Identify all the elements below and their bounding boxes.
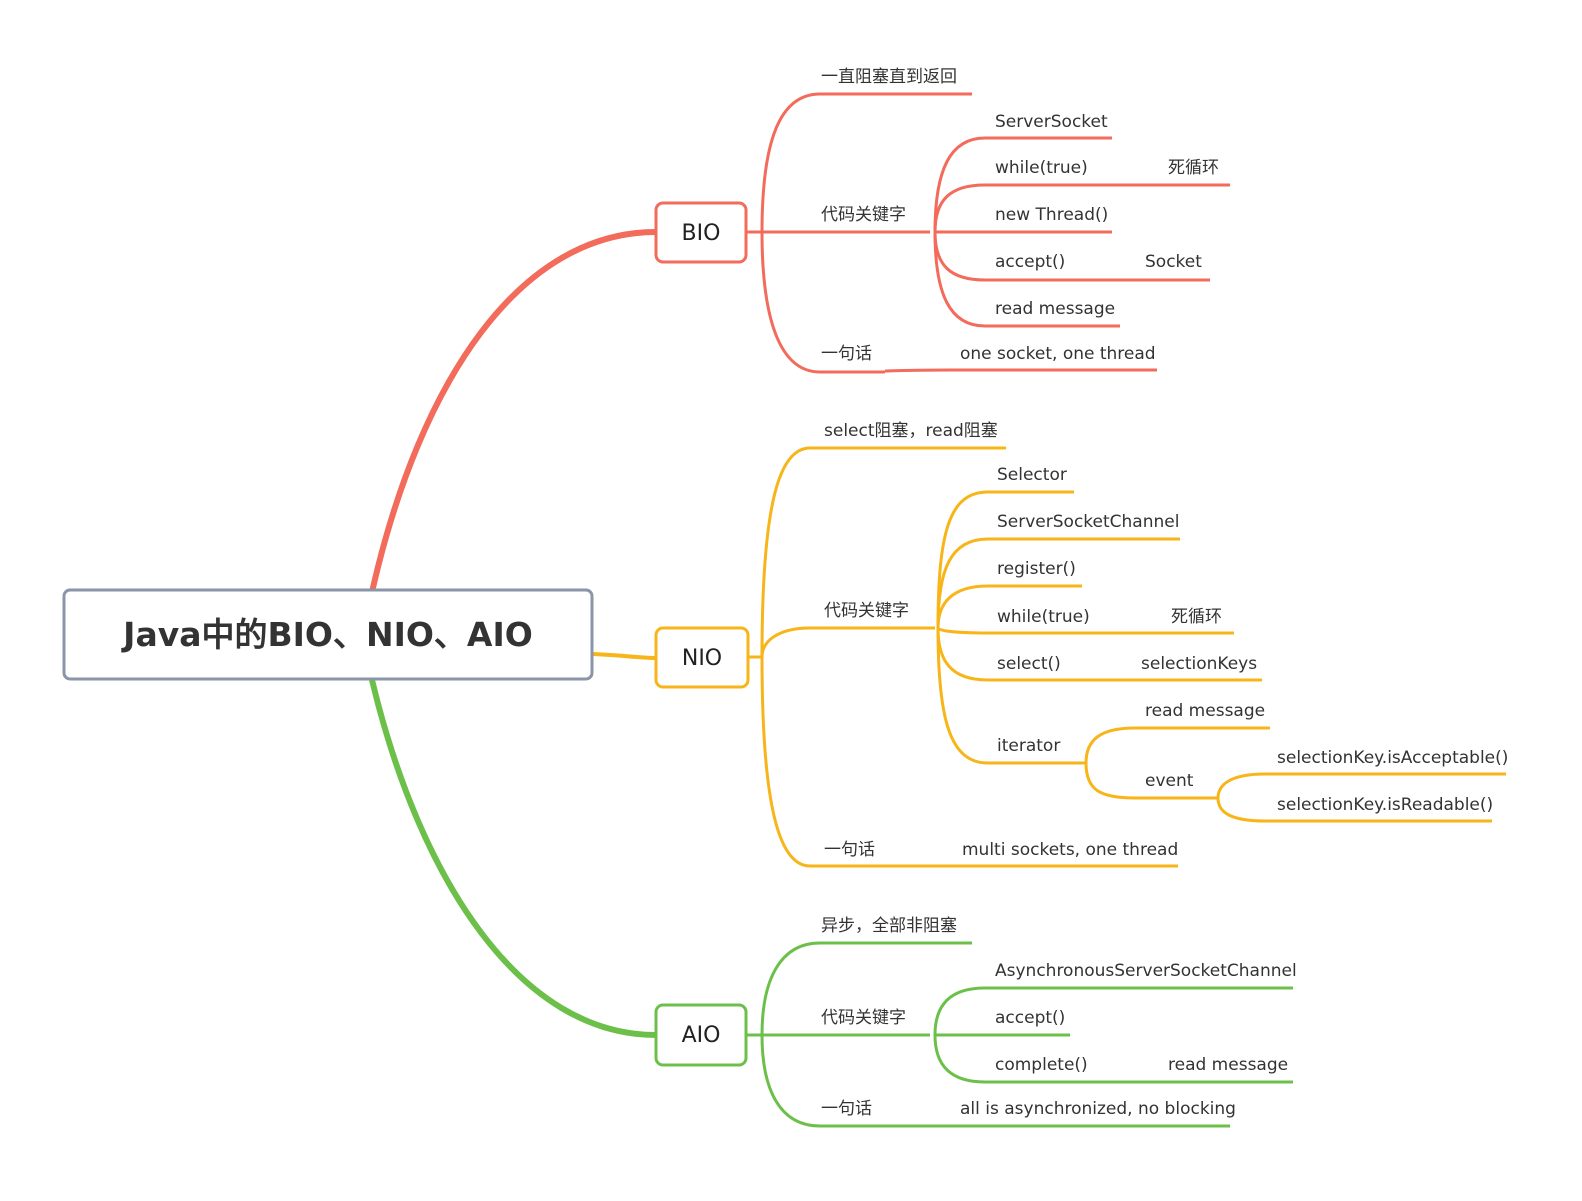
aio-node[interactable]: [654, 1003, 748, 1067]
bio-kw-accept-note: Socket: [1145, 252, 1202, 272]
nio-it-read: read message: [1145, 701, 1265, 721]
nio-summary: multi sockets, one thread: [962, 840, 1178, 860]
root-to-nio-branch: [591, 652, 657, 660]
aio-kw-accept: accept(): [995, 1008, 1065, 1028]
aio-node-label: AIO: [682, 1023, 721, 1048]
bio-node-label: BIO: [682, 221, 721, 246]
root-title: Java中的BIO、NIO、AIO: [121, 615, 533, 654]
nio-summary-label: 一句话: [824, 840, 875, 860]
bio-kw-serversocket: ServerSocket: [995, 112, 1108, 132]
aio-blocking: 异步，全部非阻塞: [821, 916, 957, 936]
root-node[interactable]: [62, 588, 594, 681]
aio-summary-label: 一句话: [821, 1099, 872, 1119]
aio-kw-assc: AsynchronousServerSocketChannel: [995, 961, 1297, 981]
nio-kw-while-note: 死循环: [1171, 607, 1222, 627]
nio-it-event: event: [1145, 771, 1194, 791]
nio-kw-select-note: selectionKeys: [1141, 654, 1257, 674]
aio-branch: [746, 941, 1293, 1128]
aio-kw-complete-note: read message: [1168, 1055, 1288, 1075]
nio-keywords-label: 代码关键字: [824, 601, 909, 621]
nio-kw-ssc: ServerSocketChannel: [997, 512, 1179, 532]
bio-summary-label: 一句话: [821, 344, 872, 364]
bio-branch: [746, 92, 1230, 374]
bio-kw-while: while(true): [995, 158, 1088, 178]
aio-keywords-label: 代码关键字: [821, 1008, 906, 1028]
bio-keywords-label: 代码关键字: [821, 205, 906, 225]
nio-node[interactable]: [654, 626, 750, 689]
nio-kw-while: while(true): [997, 607, 1090, 627]
root-to-bio-branch: [369, 229, 657, 593]
bio-kw-new-thread: new Thread(): [995, 205, 1108, 225]
bio-kw-while-note: 死循环: [1168, 158, 1219, 178]
nio-kw-register: register(): [997, 559, 1076, 579]
nio-kw-iterator: iterator: [997, 736, 1060, 756]
nio-node-label: NIO: [682, 646, 722, 671]
bio-kw-accept: accept(): [995, 252, 1065, 272]
nio-kw-select: select(): [997, 654, 1061, 674]
bio-summary: one socket, one thread: [960, 344, 1156, 364]
bio-node[interactable]: [654, 201, 748, 264]
aio-summary: all is asynchronized, no blocking: [960, 1099, 1236, 1119]
nio-branch: [748, 446, 1506, 868]
aio-kw-complete: complete(): [995, 1055, 1088, 1075]
bio-blocking: 一直阻塞直到返回: [821, 67, 957, 87]
nio-blocking: select阻塞，read阻塞: [824, 421, 998, 441]
nio-kw-selector: Selector: [997, 465, 1067, 485]
nio-ev-acceptable: selectionKey.isAcceptable(): [1277, 748, 1508, 768]
bio-kw-read: read message: [995, 299, 1115, 319]
root-to-aio-branch: [369, 679, 657, 1038]
nio-ev-readable: selectionKey.isReadable(): [1277, 795, 1493, 815]
